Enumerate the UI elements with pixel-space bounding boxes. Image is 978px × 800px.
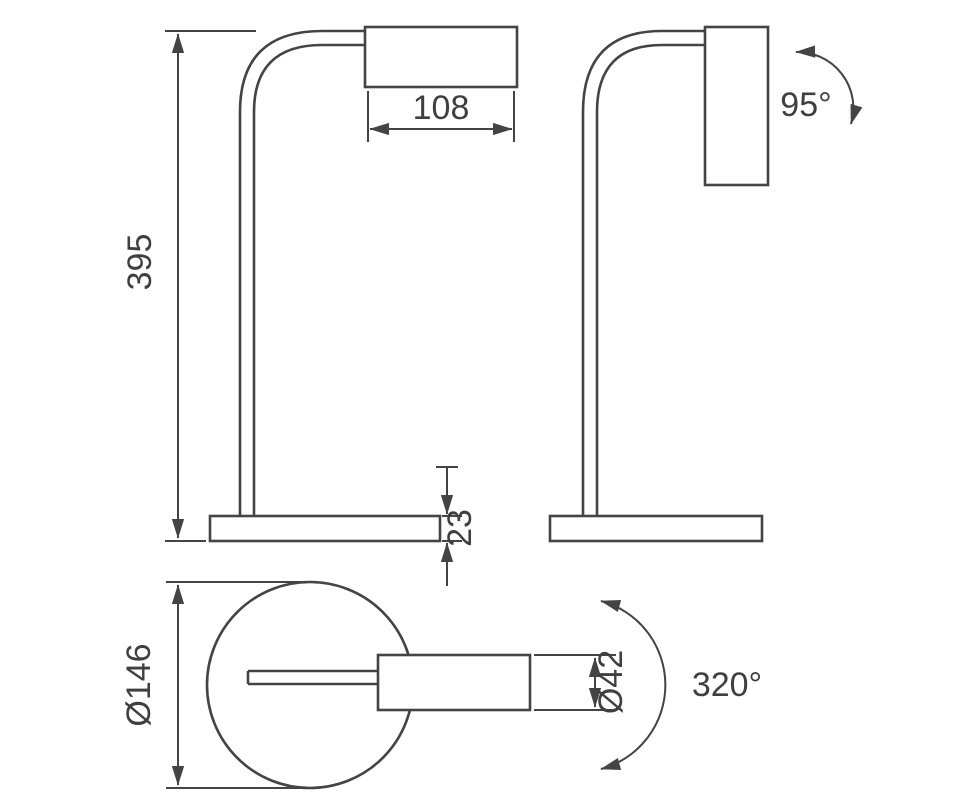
dim-395-label: 395 (121, 234, 159, 291)
top-view: Ø146 Ø42 320° (120, 580, 762, 790)
dim-95-label: 95° (780, 86, 831, 124)
dim-320-arc (600, 600, 667, 770)
front-stem-inner (252, 43, 365, 516)
dim-head-diameter: Ø42 (534, 650, 630, 714)
dim-swivel-angle: 320° (600, 600, 762, 770)
dim-23-label: 23 (441, 509, 479, 547)
side-view: 95° (548, 25, 863, 543)
side-stem-outer (581, 29, 705, 516)
dim-108-label: 108 (413, 89, 470, 127)
dim-head-length: 108 (367, 89, 515, 142)
side-stem-inner (595, 43, 705, 516)
top-arm (246, 669, 378, 686)
dim-146-label: Ø146 (120, 643, 158, 726)
front-stem-outer (238, 29, 365, 516)
top-lamp-head (376, 653, 532, 712)
dim-base-thickness: 23 (436, 466, 479, 586)
dim-base-diameter: Ø146 (120, 581, 310, 789)
dim-42-label: Ø42 (592, 650, 630, 714)
dim-320-label: 320° (692, 666, 762, 704)
front-base (208, 514, 442, 543)
dim-height: 395 (121, 30, 256, 542)
dim-95-arc (795, 45, 863, 125)
side-base (548, 514, 764, 543)
side-lamp-head (703, 25, 770, 187)
front-lamp-head (363, 25, 519, 89)
dim-tilt-angle: 95° (780, 45, 863, 125)
front-view: 108 395 23 (121, 25, 519, 586)
